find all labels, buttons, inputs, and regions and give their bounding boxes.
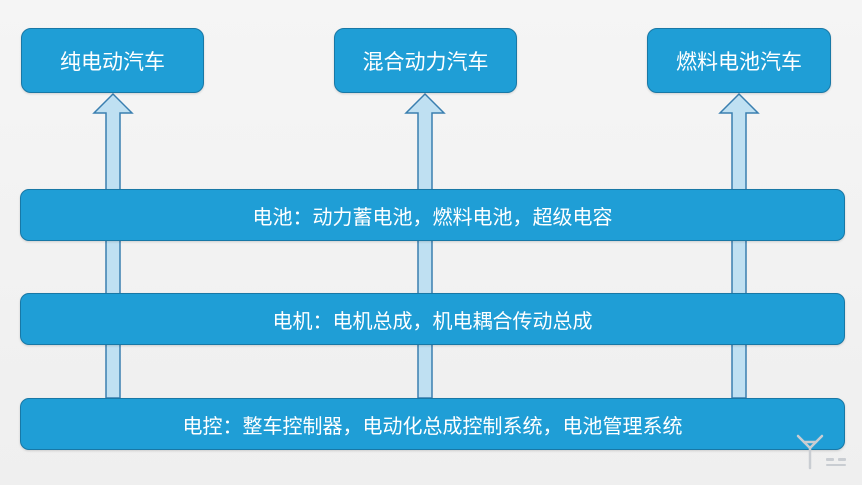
up-arrow-hybrid [404, 92, 446, 399]
tech-bar-control: 电控：整车控制器，电动化总成控制系统，电池管理系统 [20, 398, 845, 450]
vehicle-box-ev: 纯电动汽车 [21, 28, 204, 93]
watermark-logo-icon [796, 434, 846, 470]
up-arrow-ev [92, 92, 134, 399]
vehicle-label-fuel-cell: 燃料电池汽车 [676, 49, 802, 74]
up-arrow-fuel-cell [718, 92, 760, 399]
tech-bar-motor: 电机：电机总成，机电耦合传动总成 [20, 293, 845, 345]
tech-label-control: 电控：整车控制器，电动化总成控制系统，电池管理系统 [182, 413, 683, 438]
tech-label-motor: 电机：电机总成，机电耦合传动总成 [272, 308, 593, 333]
vehicle-label-hybrid: 混合动力汽车 [362, 49, 489, 74]
vehicle-label-ev: 纯电动汽车 [60, 49, 165, 74]
vehicle-box-hybrid: 混合动力汽车 [334, 28, 517, 93]
tech-label-battery: 电池：动力蓄电池，燃料电池，超级电容 [252, 204, 613, 229]
vehicle-box-fuel-cell: 燃料电池汽车 [647, 28, 831, 93]
tech-bar-battery: 电池：动力蓄电池，燃料电池，超级电容 [20, 189, 845, 241]
